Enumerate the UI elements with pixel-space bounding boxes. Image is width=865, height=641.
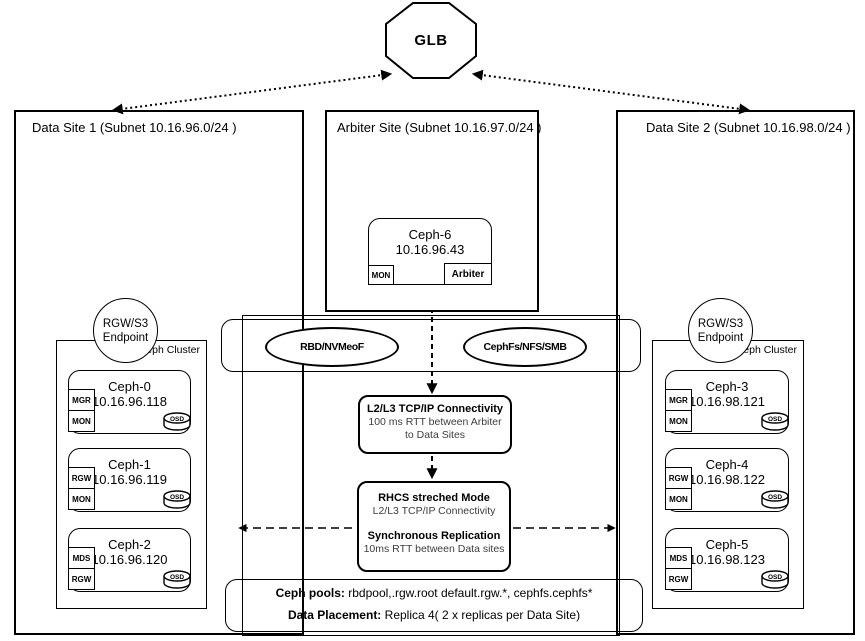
osd-label: OSD: [170, 574, 184, 581]
osd-disk-icon: OSD: [163, 570, 191, 589]
node-name: Ceph-0: [108, 379, 151, 394]
glb-label: GLB: [414, 32, 448, 49]
endpoint-line2: Endpoint: [697, 331, 744, 344]
arbiter-role-badge: Arbiter: [444, 263, 492, 285]
mon-badge: MON: [665, 488, 692, 510]
pools-value: rbdpool,.rgw.root default.rgw.*, cephfs.…: [344, 586, 593, 600]
node-ceph-4: Ceph-4 10.16.98.122 RGW MON OSD: [665, 448, 789, 512]
mon-badge: MON: [368, 265, 394, 285]
data-site-2-title: Data Site 2 (Subnet 10.16.98.0/24 ): [646, 120, 851, 135]
data-site-1-title: Data Site 1 (Subnet 10.16.96.0/24 ): [32, 120, 237, 135]
node-ceph-2: Ceph-2 10.16.96.120 MDS RGW OSD: [68, 528, 191, 592]
osd-disk-icon: OSD: [163, 412, 191, 431]
rgw-endpoint-left: RGW/S3 Endpoint: [93, 298, 158, 363]
node-ip: 10.16.96.43: [395, 242, 465, 257]
file-service-label: CephFs/NFS/SMB: [483, 341, 567, 353]
mon-badge: MON: [68, 410, 95, 432]
endpoint-line1: RGW/S3: [697, 317, 744, 330]
node-ceph-3: Ceph-3 10.16.98.121 MGR MON OSD: [665, 370, 789, 434]
endpoint-line2: Endpoint: [102, 331, 149, 344]
node-name: Ceph-2: [108, 537, 151, 552]
node-ceph-6: Ceph-6 10.16.96.43 MON Arbiter: [368, 218, 492, 285]
node-ip: 10.16.98.121: [689, 394, 765, 409]
block-service-label: RBD/NVMeoF: [300, 341, 364, 353]
osd-label: OSD: [768, 416, 782, 423]
node-ip: 10.16.96.118: [92, 394, 167, 409]
glb-octagon: [385, 2, 477, 79]
mds-badge: MDS: [68, 547, 95, 569]
cluster-left-label: Ceph Cluster: [138, 344, 200, 356]
placement-label: Data Placement:: [287, 608, 382, 622]
node-name: Ceph-6: [408, 227, 452, 242]
replication-subtitle: 10ms RTT between Data sites: [363, 543, 505, 555]
node-ip: 10.16.96.120: [91, 552, 168, 567]
node-ceph-1: Ceph-1 10.16.96.119 RGW MON OSD: [68, 448, 191, 512]
rgw-badge: RGW: [68, 568, 95, 590]
node-name: Ceph-5: [705, 537, 749, 552]
mgr-badge: MGR: [665, 389, 692, 411]
node-name: Ceph-4: [705, 457, 749, 472]
placement-value: Replica 4( 2 x replicas per Data Site): [381, 608, 581, 622]
glb-node: GLB: [386, 3, 476, 78]
mon-badge: MON: [665, 410, 692, 432]
pools-banner: Ceph pools: rbdpool,.rgw.root default.rg…: [225, 579, 643, 632]
rgw-badge: RGW: [68, 467, 95, 489]
osd-label: OSD: [768, 494, 782, 501]
block-service-ellipse: RBD/NVMeoF: [265, 327, 399, 367]
stretch-subtitle: L2/L3 TCP/IP Connectivity: [372, 505, 496, 517]
osd-disk-icon: OSD: [761, 490, 789, 509]
osd-label: OSD: [170, 416, 184, 423]
connectivity-title: L2/L3 TCP/IP Connectivity: [366, 403, 504, 415]
mgr-badge: MGR: [68, 389, 95, 411]
node-ip: 10.16.98.122: [689, 472, 765, 487]
ceph-pools-line: Ceph pools: rbdpool,.rgw.root default.rg…: [226, 586, 642, 600]
osd-disk-icon: OSD: [163, 490, 191, 509]
node-name: Ceph-1: [108, 457, 151, 472]
endpoint-line1: RGW/S3: [102, 317, 149, 330]
node-ip: 10.16.96.119: [92, 472, 167, 487]
glb-to-site2-arrow: [471, 69, 751, 115]
stretch-mode-box: RHCS streched Mode L2/L3 TCP/IP Connecti…: [357, 481, 511, 572]
node-ceph-0: Ceph-0 10.16.96.118 MGR MON OSD: [68, 370, 191, 434]
node-name: Ceph-3: [705, 379, 749, 394]
arbiter-site-title: Arbiter Site (Subnet 10.16.97.0/24 ): [337, 120, 542, 135]
mds-badge: MDS: [665, 547, 692, 569]
rgw-badge: RGW: [665, 467, 692, 489]
replication-title: Synchronous Replication: [367, 530, 501, 542]
stretch-title: RHCS streched Mode: [378, 492, 490, 504]
rgw-endpoint-right: RGW/S3 Endpoint: [688, 298, 753, 363]
arbiter-connectivity-box: L2/L3 TCP/IP Connectivity 100 ms RTT bet…: [358, 395, 512, 454]
cluster-right-label: Ceph Cluster: [735, 344, 797, 356]
file-service-ellipse: CephFs/NFS/SMB: [463, 327, 587, 367]
connectivity-desc: 100 ms RTT between Arbiter to Data Sites: [368, 416, 502, 441]
osd-disk-icon: OSD: [761, 570, 789, 589]
node-ceph-5: Ceph-5 10.16.98.123 MDS RGW OSD: [665, 528, 789, 592]
pools-label: Ceph pools:: [275, 586, 345, 600]
glb-to-site1-arrow: [111, 69, 393, 115]
rgw-badge: RGW: [665, 568, 692, 590]
osd-label: OSD: [170, 494, 184, 501]
mon-badge: MON: [68, 488, 95, 510]
osd-disk-icon: OSD: [761, 412, 789, 431]
node-ip: 10.16.98.123: [689, 552, 765, 567]
data-placement-line: Data Placement: Replica 4( 2 x replicas …: [226, 608, 642, 622]
osd-label: OSD: [768, 574, 782, 581]
